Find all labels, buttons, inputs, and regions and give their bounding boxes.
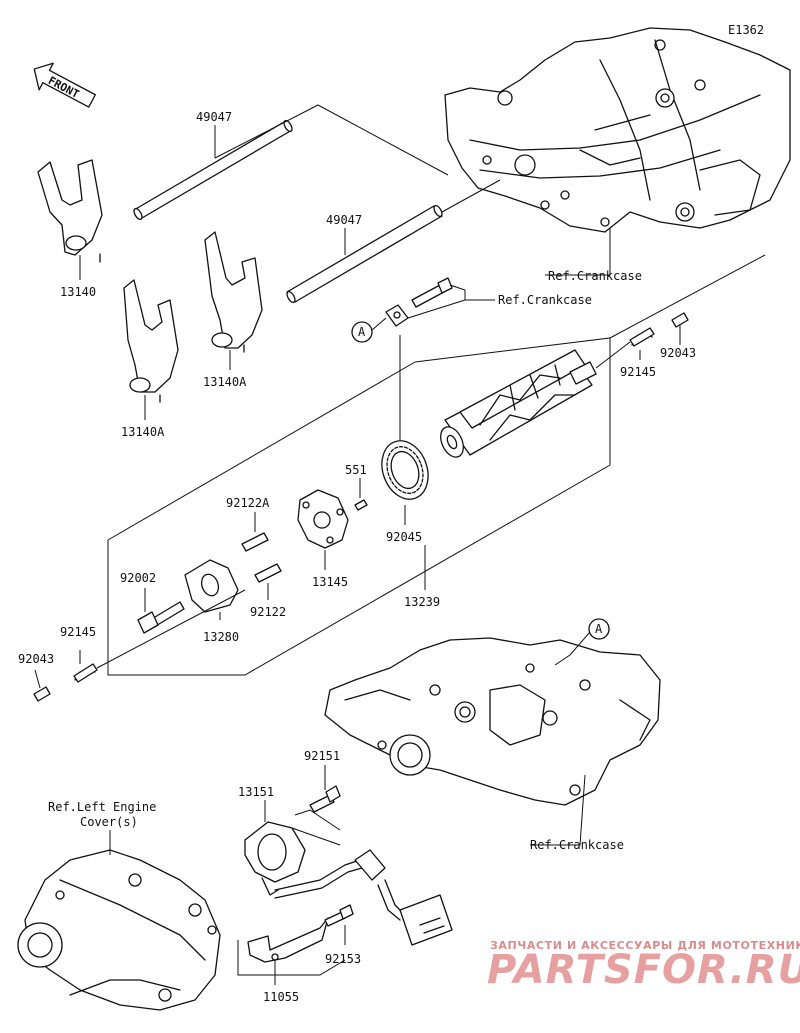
shift-drum-cam-13145 xyxy=(297,489,349,549)
shift-fork-13140a-right xyxy=(204,231,263,353)
label-92045: 92045 xyxy=(386,530,422,544)
drum-retainer-plate xyxy=(385,304,409,327)
label-92002: 92002 xyxy=(120,571,156,585)
callout-a-top-letter: A xyxy=(358,325,366,339)
label-92145-left: 92145 xyxy=(60,625,96,639)
label-92153: 92153 xyxy=(325,952,361,966)
label-13140: 13140 xyxy=(60,285,96,299)
label-92145-right: 92145 xyxy=(620,365,656,379)
shift-fork-13140 xyxy=(37,159,103,263)
callout-a-top xyxy=(351,321,373,343)
label-13151: 13151 xyxy=(238,785,274,799)
spring-92145-right xyxy=(629,327,655,347)
spring-92145-left xyxy=(73,663,98,683)
bearing-92045 xyxy=(381,440,429,500)
diagram-code: E1362 xyxy=(728,23,764,37)
label-92122a: 92122A xyxy=(226,496,270,510)
ref-crankcase-top: Ref.Crankcase xyxy=(548,269,642,283)
callout-a-bottom xyxy=(588,618,610,640)
label-11055: 11055 xyxy=(263,990,299,1004)
positioning-lever-13280 xyxy=(184,559,239,613)
label-92043-left: 92043 xyxy=(18,652,54,666)
label-13140a-right: 13140A xyxy=(203,375,247,389)
bolt-92151 xyxy=(309,785,341,813)
lower-crankcase xyxy=(324,637,661,806)
callout-a-bottom-letter: A xyxy=(595,622,603,636)
shift-fork-13140a-left xyxy=(123,279,179,403)
left-engine-cover xyxy=(17,849,221,1011)
front-arrow-icon: FRONT xyxy=(33,62,96,108)
upper-crankcase xyxy=(444,27,791,233)
ref-crankcase-middle: Ref.Crankcase xyxy=(498,293,592,307)
ref-crankcase-bottom: Ref.Crankcase xyxy=(530,838,624,852)
label-13239: 13239 xyxy=(404,595,440,609)
label-49047-middle: 49047 xyxy=(326,213,362,227)
label-92043-right: 92043 xyxy=(660,346,696,360)
gear-position-sensor-13151 xyxy=(244,821,453,946)
label-13280: 13280 xyxy=(203,630,239,644)
shift-rod-49047-middle xyxy=(286,204,443,304)
bolt-92002 xyxy=(137,601,185,634)
label-13140a-left: 13140A xyxy=(121,425,165,439)
pin-92043-right xyxy=(671,312,689,328)
retainer-bolt xyxy=(411,277,453,308)
pin-551 xyxy=(354,499,368,511)
ref-engine-cover-line2: Cover(s) xyxy=(80,815,138,829)
bolt-92153 xyxy=(324,904,354,927)
shift-rod-49047-top xyxy=(133,119,293,221)
label-92122: 92122 xyxy=(250,605,286,619)
pin-92043-left xyxy=(33,686,51,702)
watermark-tagline: ЗАПЧАСТИ И АКСЕССУАРЫ ДЛЯ МОТОТЕХНИКИ xyxy=(490,939,800,952)
label-92151: 92151 xyxy=(304,749,340,763)
label-551: 551 xyxy=(345,463,367,477)
ref-engine-cover-line1: Ref.Left Engine xyxy=(48,800,156,814)
watermark-logo: PARTSFOR.RU xyxy=(487,947,800,993)
label-49047-top: 49047 xyxy=(196,110,232,124)
shift-drum-13239 xyxy=(440,349,597,458)
label-13145: 13145 xyxy=(312,575,348,589)
clamp-11055 xyxy=(247,917,329,963)
pin-92122a xyxy=(241,532,269,552)
pin-92122 xyxy=(254,563,282,583)
